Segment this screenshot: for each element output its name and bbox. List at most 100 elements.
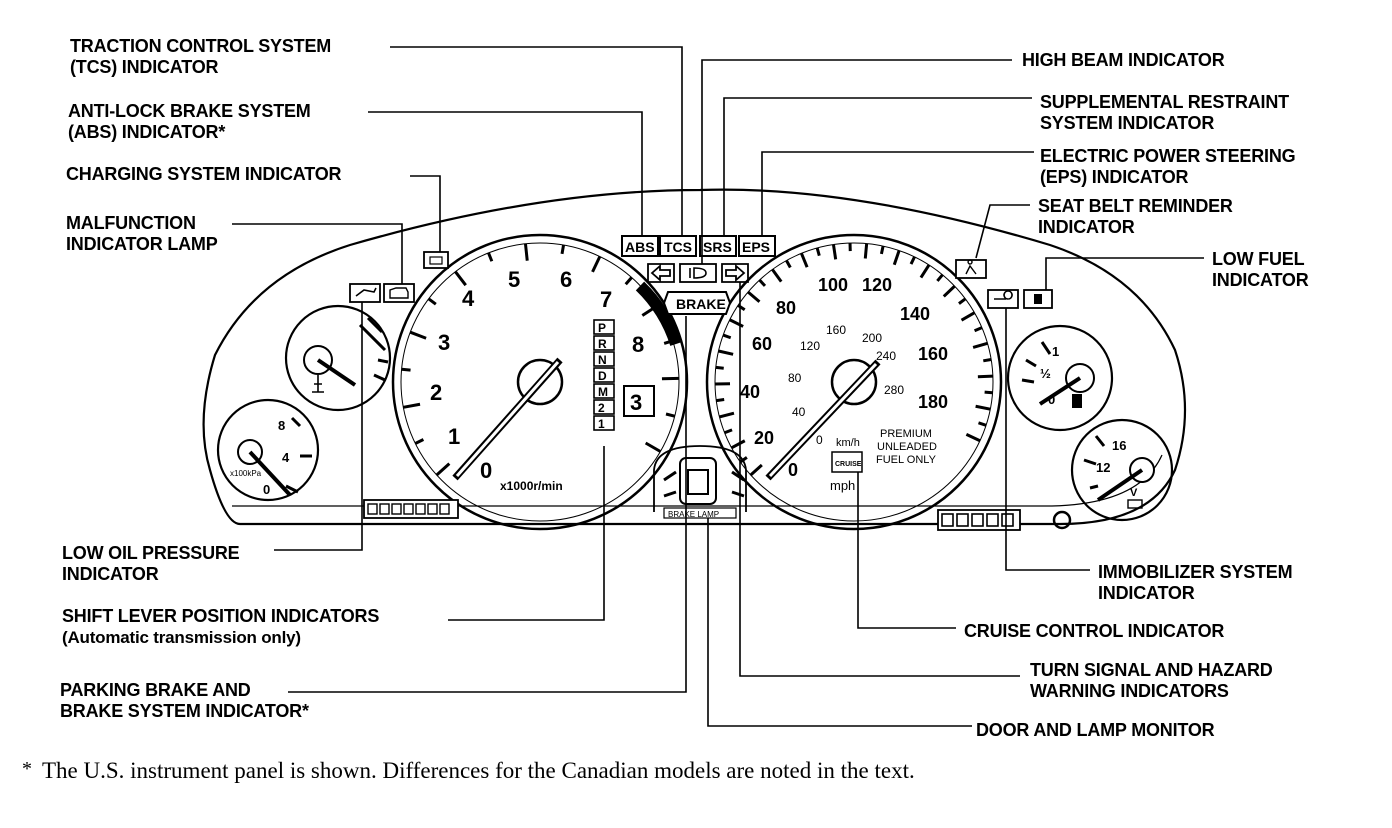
speed-mph-40: 40 <box>740 382 760 402</box>
fuel-gauge-full: 1 <box>1052 344 1059 359</box>
fuel-gauge: 1 ½ 0 <box>1006 324 1114 432</box>
kmh-label: km/h <box>836 437 860 449</box>
oil-gauge-4: 4 <box>282 450 290 465</box>
shift-letter-P: P <box>598 321 606 335</box>
speed-mph-20: 20 <box>754 428 774 448</box>
oil-gauge-0: 0 <box>263 482 270 497</box>
turn-right-icon <box>721 263 749 283</box>
speed-mph-160: 160 <box>918 344 948 364</box>
fuel-gauge-empty: 0 <box>1048 392 1055 407</box>
label-charging: CHARGING SYSTEM INDICATOR <box>66 164 342 184</box>
speed-kmh-200: 200 <box>862 331 882 345</box>
label-tcs: TRACTION CONTROL SYSTEM(TCS) INDICATOR <box>70 36 332 77</box>
speed-mph-140: 140 <box>900 304 930 324</box>
shift-box-M <box>593 383 615 399</box>
coolant-temp-icon <box>312 375 324 393</box>
turn-left-icon <box>647 263 675 283</box>
speed-mph-80: 80 <box>776 298 796 318</box>
seat-belt-indicator <box>955 259 987 279</box>
door-lamp-caption: BRAKE LAMP <box>668 510 719 519</box>
footnote: * The U.S. instrument panel is shown. Dif… <box>22 758 915 784</box>
speed-mph-120: 120 <box>862 275 892 295</box>
tach-number-2: 2 <box>430 380 442 405</box>
tach-number-1: 1 <box>448 424 460 449</box>
srs-indicator: SRS <box>703 239 732 255</box>
shift-letter-1: 1 <box>598 417 605 431</box>
shift-box-2 <box>593 399 615 415</box>
footnote-text: The U.S. instrument panel is shown. Diff… <box>42 758 915 783</box>
odometer-reset-knob <box>1052 510 1072 530</box>
top-indicator-strip: ABS TCS SRS EPS BRAKE <box>621 235 776 315</box>
shift-box-1 <box>593 415 615 431</box>
speed-mph-180: 180 <box>918 392 948 412</box>
cruise-box-text: CRUISE <box>835 461 862 468</box>
label-cruise: CRUISE CONTROL INDICATOR <box>964 621 1225 641</box>
speed-kmh-80: 80 <box>788 371 802 385</box>
cruise-indicator <box>831 451 863 473</box>
shift-letter-D: D <box>598 369 607 383</box>
fuel-note-3: FUEL ONLY <box>876 454 937 466</box>
charging-indicator <box>423 251 449 269</box>
speed-mph-60: 60 <box>752 334 772 354</box>
tachometer: x1000r/min <box>391 233 689 531</box>
leader-lines <box>232 46 1204 727</box>
mph-label: mph <box>830 478 855 493</box>
speed-mph-0: 0 <box>788 460 798 480</box>
label-shift: SHIFT LEVER POSITION INDICATORS(Automati… <box>62 606 380 647</box>
fuel-note-1: PREMIUM <box>880 428 932 440</box>
volt-12: 12 <box>1096 460 1110 475</box>
footnote-mark: * <box>22 758 32 780</box>
brake-indicator <box>662 291 732 315</box>
fuel-note-2: UNLEADED <box>877 441 937 453</box>
speed-kmh-280: 280 <box>884 383 904 397</box>
label-door: DOOR AND LAMP MONITOR <box>976 720 1215 740</box>
oil-gauge-8: 8 <box>278 418 285 433</box>
abs-indicator: ABS <box>625 239 655 255</box>
trip-odometer <box>363 499 459 519</box>
label-eps: ELECTRIC POWER STEERING(EPS) INDICATOR <box>1040 146 1296 187</box>
shift-box-P <box>593 319 615 335</box>
odometer <box>937 509 1021 531</box>
malfunction-indicator <box>383 283 415 303</box>
tcs-indicator: TCS <box>664 239 692 255</box>
tach-unit: x1000r/min <box>500 479 563 493</box>
speed-kmh-0: 0 <box>816 433 823 447</box>
shift-letter-M: M <box>598 385 608 399</box>
speed-kmh-40: 40 <box>792 405 806 419</box>
battery-icon <box>1127 499 1143 509</box>
shift-letter-N: N <box>598 353 607 367</box>
tach-number-7: 7 <box>600 287 612 312</box>
gear-display-value: 3 <box>630 390 642 415</box>
tach-number-3: 3 <box>438 330 450 355</box>
speed-mph-100: 100 <box>818 275 848 295</box>
label-abs: ANTI-LOCK BRAKE SYSTEM(ABS) INDICATOR* <box>68 101 311 142</box>
tach-number-0: 0 <box>480 458 492 483</box>
door-lamp-monitor: BRAKE LAMP <box>653 445 747 519</box>
shift-box-N <box>593 351 615 367</box>
gear-display <box>623 385 655 417</box>
oil-pressure-gauge: 8 4 0 x100kPa <box>216 398 320 502</box>
speedometer: km/h CRUISE mph PREMIUM UNLEADED FUEL ON… <box>705 233 1003 531</box>
shift-box-R <box>593 335 615 351</box>
shift-letter-2: 2 <box>598 401 605 415</box>
oil-unit: x100kPa <box>230 469 262 478</box>
brake-indicator-text: BRAKE <box>676 296 726 312</box>
voltmeter-gauge: 16 12 V <box>1070 418 1174 522</box>
tach-number-5: 5 <box>508 267 520 292</box>
low-oil-pressure-indicator <box>349 283 381 303</box>
speed-kmh-240: 240 <box>876 349 896 363</box>
volt-unit: V <box>1130 487 1138 499</box>
speed-kmh-160: 160 <box>826 323 846 337</box>
fuel-gauge-half: ½ <box>1040 366 1051 381</box>
fuel-pump-icon <box>1072 394 1082 408</box>
shift-box-D <box>593 367 615 383</box>
speed-kmh-120: 120 <box>800 339 820 353</box>
